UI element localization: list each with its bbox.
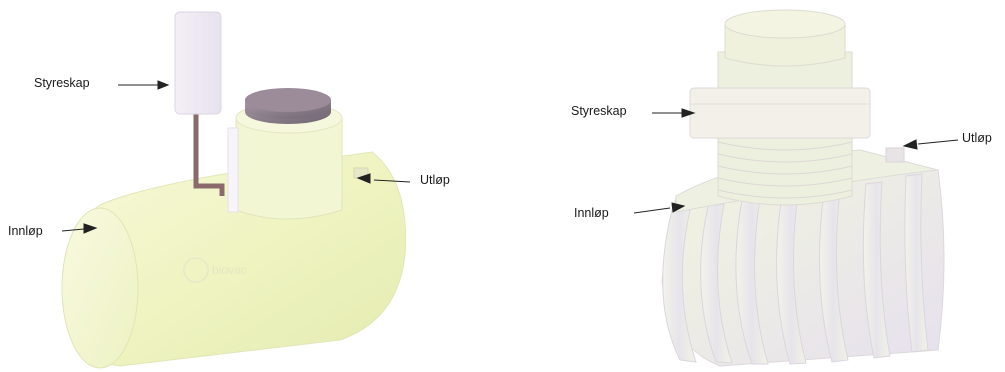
- right-outlet-label: Utløp: [962, 131, 992, 145]
- left-tank-end-cap: [62, 208, 138, 368]
- right-outlet-hatch: [886, 148, 904, 162]
- right-outlet-arrow-line: [918, 140, 958, 144]
- right-control-cabinet-label: Styreskap: [571, 104, 627, 118]
- left-control-cabinet-label: Styreskap: [34, 76, 90, 90]
- right-outlet-arrowhead: [904, 140, 917, 149]
- right-inlet-label: Innløp: [574, 206, 609, 220]
- left-tank: [62, 12, 406, 368]
- right-control-cabinet: [690, 88, 870, 138]
- left-watermark-text: biovac: [212, 263, 247, 277]
- right-inlet-arrow-line: [634, 208, 670, 213]
- left-control-cabinet: [175, 12, 221, 114]
- right-tank: [662, 10, 944, 366]
- left-outlet-label: Utløp: [420, 173, 450, 187]
- left-inlet-label: Innløp: [8, 224, 43, 238]
- left-control-arrowhead: [158, 81, 168, 89]
